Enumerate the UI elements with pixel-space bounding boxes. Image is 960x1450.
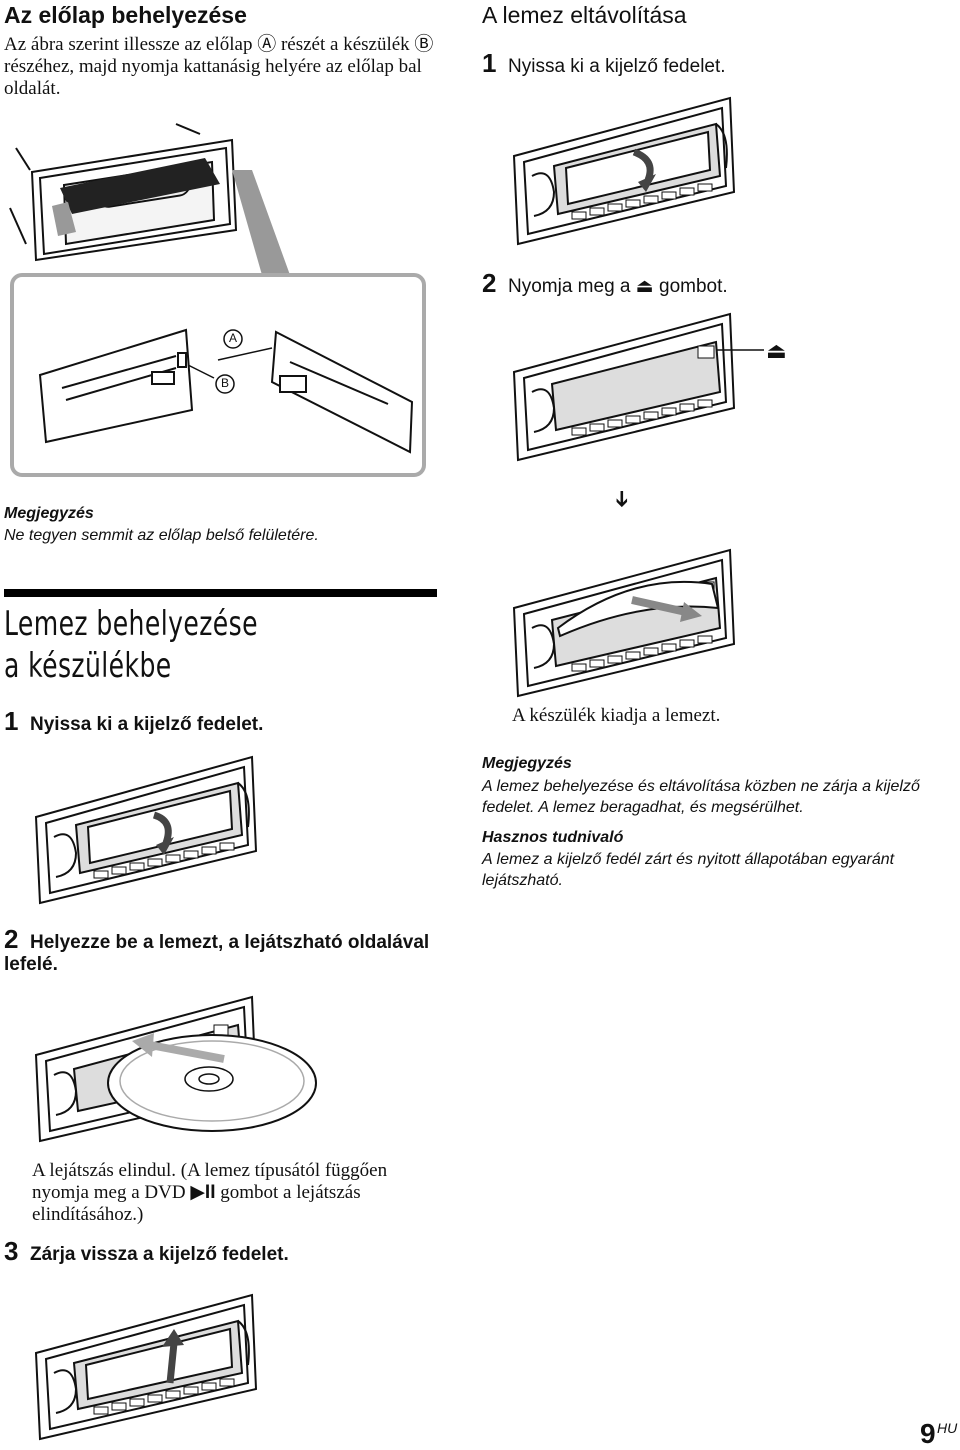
eject-result: A készülék kiadja a lemezt. [512,705,721,726]
faceplate-attach-illustration [9,123,426,477]
left-step-2-text: Helyezze be a lemezt, a lejátszható olda… [4,932,430,975]
left-step-3: 3 Zárja vissza a kijelző fedelet. [4,1236,289,1266]
unit-open-illustration-1 [34,755,258,905]
playback-text-1: A lejátszás elindul. (A lemez típusától … [32,1160,388,1203]
unit-close-illustration [34,1293,258,1441]
tip-text: A lemez a kijelző fedél zárt és nyitott … [482,851,895,889]
page-number: 9 [920,1418,936,1449]
eject-callout-icon: ⏏ [766,338,787,363]
left-step-2-num: 2 [4,924,19,954]
note2-text: A lemez behelyezése és eltávolítása közb… [482,778,920,816]
eject-inline-icon: ⏏ [635,276,654,297]
faceplate-heading: Az előlap behelyezése [4,2,247,28]
right-step-2-text-after: gombot. [659,276,728,297]
right-step-2-text: Nyomja meg a [508,276,631,297]
play-pause-icon: ▶II [190,1182,216,1203]
right-step-1: 1 Nyissa ki a kijelző fedelet. [482,48,726,78]
left-step-3-num: 3 [4,1236,19,1266]
left-step-1: 1 Nyissa ki a kijelző fedelet. [4,706,264,736]
left-step-1-num: 1 [4,706,19,736]
section-title-line1: Lemez behelyezése [4,604,258,644]
disc-eject-illustration [512,548,736,698]
right-step-1-text: Nyissa ki a kijelző fedelet. [508,56,726,77]
faceplate-body: Az ábra szerint illessze az előlap Ⓐ rés… [4,34,434,99]
section-title-line2: a készülékbe [4,646,172,686]
page-suffix: HU [937,1420,958,1436]
note1-heading: Megjegyzés [4,505,94,522]
tip-heading: Hasznos tudnivaló [482,829,624,846]
label-b: B [220,376,229,390]
unit-eject-illustration [512,312,764,462]
unit-open-illustration-2 [512,96,736,246]
remove-heading: A lemez eltávolítása [482,2,687,28]
right-step-1-num: 1 [482,48,497,78]
note1-text: Ne tegyen semmit az előlap belső felület… [4,527,319,544]
down-arrow-icon: ➔ [610,489,636,509]
playback-text-2: gombot a lejátszás elindításához.) [32,1182,361,1225]
note2-heading: Megjegyzés [482,755,572,772]
disc-insert-illustration [34,995,317,1143]
right-step-2-num: 2 [482,268,497,298]
left-step-3-text: Zárja vissza a kijelző fedelet. [30,1244,289,1265]
label-a: A [228,331,237,345]
left-step-1-text: Nyissa ki a kijelző fedelet. [30,714,264,735]
section-rule [4,589,437,597]
right-step-2: 2 Nyomja meg a ⏏ gombot. [482,268,728,298]
playback-text: A lejátszás elindul. (A lemez típusától … [32,1160,442,1226]
